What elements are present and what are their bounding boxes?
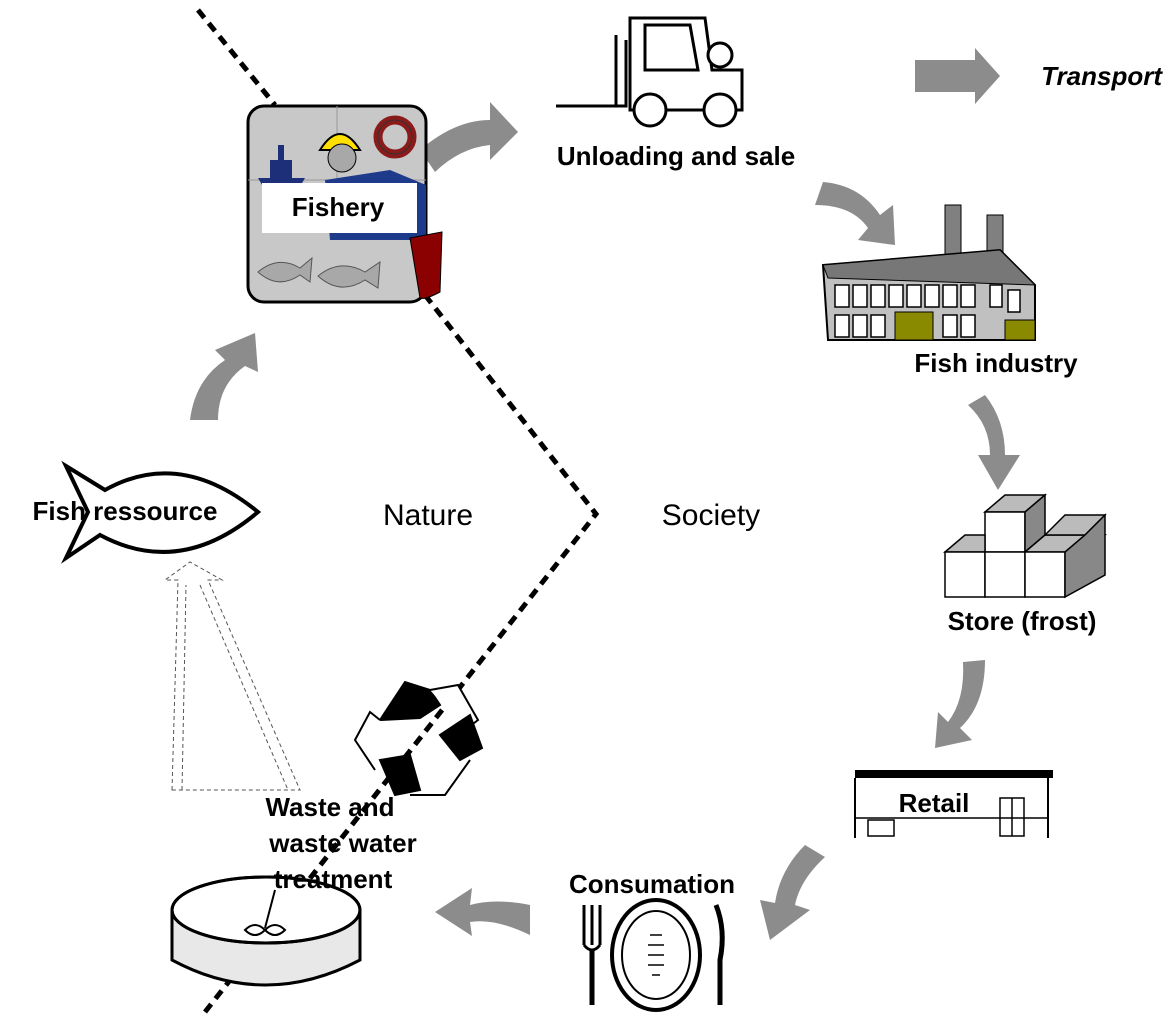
store-label: Store (frost) bbox=[948, 606, 1097, 636]
fish-resource-label: Fish ressource bbox=[33, 496, 218, 526]
arrow-transport bbox=[915, 48, 1000, 104]
arrow-fishery-to-unloading bbox=[420, 102, 518, 172]
recycle-icon bbox=[353, 680, 484, 797]
plate-cutlery-icon bbox=[582, 898, 725, 1012]
fish-outline-icon bbox=[61, 460, 262, 564]
arrow-waste-to-resource bbox=[163, 561, 301, 791]
waste-label-line3: treatment bbox=[274, 864, 393, 894]
transport-label: Transport bbox=[1041, 61, 1163, 91]
society-label: Society bbox=[662, 499, 760, 532]
retail-store-icon bbox=[854, 770, 1053, 838]
arrow-unloading-to-industry bbox=[815, 182, 895, 245]
waste-label-line1: Waste and bbox=[265, 792, 394, 822]
fish-industry-label: Fish industry bbox=[914, 348, 1078, 378]
nature-label: Nature bbox=[383, 499, 473, 532]
waste-label: Waste and waste water treatment bbox=[265, 792, 416, 894]
arrow-store-to-retail bbox=[935, 660, 985, 748]
fishery-label: Fishery bbox=[292, 192, 385, 222]
factory-icon bbox=[821, 204, 1037, 341]
arrow-resource-to-fishery bbox=[190, 333, 258, 420]
consumation-label: Consumation bbox=[569, 869, 735, 899]
forklift-icon bbox=[556, 16, 744, 128]
arrow-consumation-to-waste bbox=[435, 888, 530, 936]
retail-label: Retail bbox=[899, 788, 970, 818]
frozen-boxes-icon bbox=[942, 493, 1108, 599]
fishery-icon bbox=[246, 104, 443, 304]
unloading-label: Unloading and sale bbox=[557, 141, 795, 171]
nature-society-boundary bbox=[196, 8, 600, 1014]
waste-label-line2: waste water bbox=[268, 828, 416, 858]
flow-arrows bbox=[190, 48, 1020, 940]
arrow-retail-to-consumation bbox=[760, 845, 825, 940]
treatment-tank-icon bbox=[170, 875, 362, 987]
arrow-industry-to-store bbox=[968, 395, 1020, 490]
